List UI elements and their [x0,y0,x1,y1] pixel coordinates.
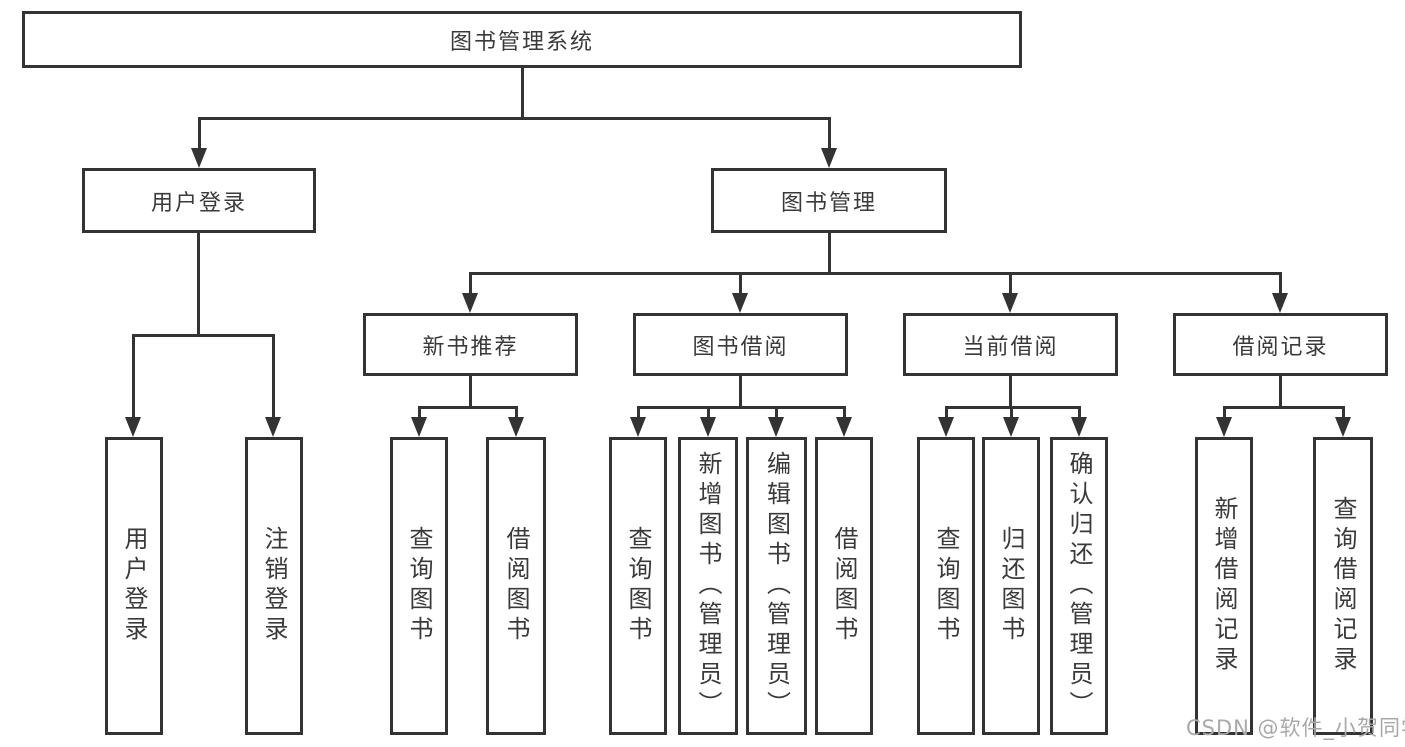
node-user-login-label: 用户登录 [150,190,247,216]
arrow-down-icon [1335,417,1351,437]
node-borrow-records: 借阅记录 [1173,313,1388,376]
node-book-management-label: 图书管理 [780,190,877,216]
leaf-borrow-books-label: 借阅图书 [830,526,858,646]
connector-vline [637,406,640,419]
leaf-query-borrow-record: 查询借阅记录 [1313,437,1373,735]
connector-hline [1223,406,1345,409]
connector-vline [739,272,742,295]
leaf-query-books-current-label: 查询图书 [932,526,960,646]
leaf-borrow-books-recommend-label: 借阅图书 [502,526,530,646]
connector-vline [521,67,524,117]
arrow-down-icon [1216,417,1232,437]
csdn-watermark: CSDN @软件_小贺同学 [1186,716,1405,740]
connector-hline [945,406,1081,409]
arrow-down-icon [732,293,748,313]
connector-vline [739,376,742,406]
arrow-down-icon [768,417,784,437]
leaf-add-books-admin: 新增图书（管理员） [678,437,738,735]
connector-vline [1078,406,1081,419]
node-user-login: 用户登录 [82,168,316,233]
connector-vline [775,406,778,419]
node-new-book-recommend: 新书推荐 [363,313,578,376]
leaf-user-login-label: 用户登录 [120,526,148,646]
connector-vline [945,406,948,419]
arrow-down-icon [411,417,427,437]
node-new-book-recommend-label: 新书推荐 [422,334,519,360]
leaf-add-books-admin-label: 新增图书（管理员） [694,451,722,721]
connector-vline [1009,376,1012,406]
arrow-down-icon [125,417,141,437]
connector-vline [515,406,518,419]
leaf-logout: 注销登录 [245,437,303,735]
connector-vline [707,406,710,419]
connector-vline [272,334,275,419]
node-root-label: 图书管理系统 [449,29,594,55]
connector-vline [828,117,831,150]
leaf-add-borrow-record: 新增借阅记录 [1195,437,1253,735]
leaf-borrow-books: 借阅图书 [815,437,873,735]
leaf-return-books: 归还图书 [982,437,1040,735]
arrow-down-icon [1272,293,1288,313]
connector-vline [1279,376,1282,406]
node-root: 图书管理系统 [22,11,1022,68]
connector-vline [418,406,421,419]
arrow-down-icon [1071,417,1087,437]
leaf-add-borrow-record-label: 新增借阅记录 [1210,496,1238,676]
connector-vline [1009,272,1012,295]
connector-vline [843,406,846,419]
leaf-query-books-borrow: 查询图书 [609,437,667,735]
connector-vline [197,232,200,334]
node-current-borrow: 当前借阅 [903,313,1118,376]
leaf-logout-label: 注销登录 [260,526,288,646]
arrow-down-icon [1003,417,1019,437]
arrow-down-icon [462,293,478,313]
connector-hline [637,406,846,409]
leaf-query-books-recommend: 查询图书 [390,437,448,735]
leaf-confirm-return-admin-label: 确认归还（管理员） [1065,451,1093,721]
arrow-down-icon [1002,293,1018,313]
arrow-down-icon [700,417,716,437]
connector-vline [828,232,831,272]
leaf-edit-books-admin-label: 编辑图书（管理员） [762,451,791,721]
connector-vline [1279,272,1282,295]
arrow-down-icon [191,148,207,168]
node-current-borrow-label: 当前借阅 [962,334,1059,360]
leaf-borrow-books-recommend: 借阅图书 [486,437,546,735]
connector-vline [1010,406,1013,419]
connector-vline [1342,406,1345,419]
connector-hline [199,117,830,120]
connector-hline [132,334,274,337]
arrow-down-icon [821,148,837,168]
leaf-query-books-recommend-label: 查询图书 [405,526,433,646]
arrow-down-icon [508,417,524,437]
arrow-down-icon [836,417,852,437]
leaf-user-login: 用户登录 [105,437,163,735]
node-borrow-records-label: 借阅记录 [1232,334,1329,360]
connector-hline [418,406,518,409]
connector-vline [132,334,135,419]
connector-vline [469,272,472,295]
connector-vline [469,376,472,406]
leaf-query-books-current: 查询图书 [917,437,975,735]
arrow-down-icon [630,417,646,437]
arrow-down-icon [938,417,954,437]
leaf-query-books-borrow-label: 查询图书 [624,526,652,646]
arrow-down-icon [265,417,281,437]
node-book-borrow-label: 图书借阅 [692,334,789,360]
connector-vline [1223,406,1226,419]
leaf-edit-books-admin: 编辑图书（管理员） [746,437,807,735]
leaf-return-books-label: 归还图书 [997,526,1025,646]
node-book-borrow: 图书借阅 [633,313,848,376]
connector-hline [470,272,1281,275]
node-book-management: 图书管理 [711,168,947,233]
leaf-query-borrow-record-label: 查询借阅记录 [1329,496,1357,676]
connector-vline [198,117,201,150]
leaf-confirm-return-admin: 确认归还（管理员） [1050,437,1108,735]
